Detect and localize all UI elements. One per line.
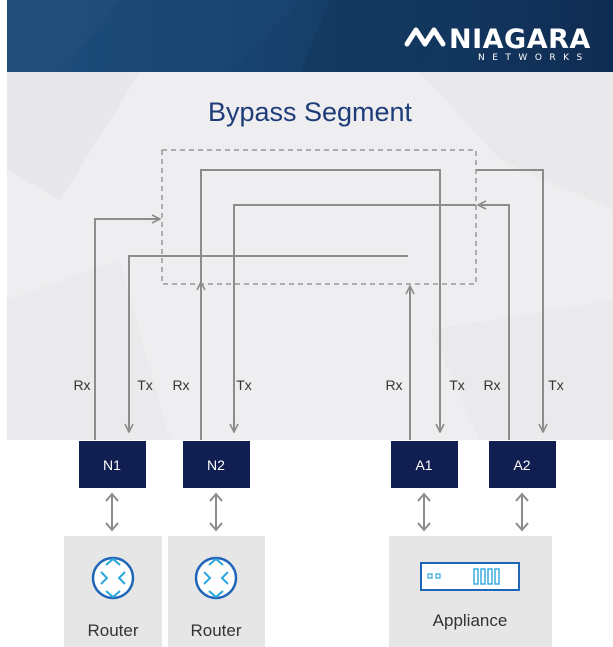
- logo-subtitle: NETWORKS: [478, 53, 590, 63]
- n2-tx-label: Tx: [236, 377, 252, 393]
- a1-rx-label: Rx: [385, 377, 402, 393]
- path-a1-tx: [200, 169, 440, 432]
- bypass-box: [161, 149, 477, 285]
- port-n2: N2: [183, 441, 250, 488]
- header-banner: [7, 0, 613, 72]
- rx-tx-labels: Rx Tx Rx Tx Rx Tx Rx Tx: [73, 377, 563, 393]
- port-a2-label: A2: [513, 457, 530, 473]
- a2-tx-label: Tx: [548, 377, 564, 393]
- a1-tx-label: Tx: [449, 377, 465, 393]
- router-device-2: Router: [168, 536, 265, 647]
- appliance-label: Appliance: [433, 611, 508, 630]
- port-n2-label: N2: [207, 457, 225, 473]
- router-2-label: Router: [190, 621, 241, 640]
- router-1-label: Router: [87, 621, 138, 640]
- logo-mark-icon: [404, 27, 446, 47]
- port-a1: A1: [391, 441, 458, 488]
- appliance-device: Appliance: [389, 536, 552, 647]
- device-links: [105, 492, 529, 532]
- router-device-1: Router: [64, 536, 162, 647]
- link-a2-appliance: [515, 492, 529, 532]
- link-n1-router1: [105, 492, 119, 532]
- router-icon: [194, 556, 238, 600]
- path-a2-tx: [476, 169, 543, 432]
- n1-tx-label: Tx: [137, 377, 153, 393]
- port-n1: N1: [79, 441, 146, 488]
- signal-paths: [94, 169, 543, 440]
- port-n1-label: N1: [103, 457, 121, 473]
- appliance-icon: [420, 562, 520, 591]
- port-a2: A2: [489, 441, 556, 488]
- path-n1-tx: [129, 255, 408, 432]
- link-n2-router2: [209, 492, 223, 532]
- path-n2-tx: [234, 204, 476, 432]
- logo-name: NIAGARA: [449, 24, 591, 55]
- link-a1-appliance: [417, 492, 431, 532]
- path-n1-rx: [94, 219, 160, 440]
- niagara-logo: NIAGARA NETWORKS: [404, 24, 591, 63]
- diagram-title: Bypass Segment: [208, 97, 413, 127]
- n1-rx-label: Rx: [73, 377, 90, 393]
- n2-rx-label: Rx: [172, 377, 189, 393]
- a2-rx-label: Rx: [483, 377, 500, 393]
- router-icon: [91, 556, 135, 600]
- path-a2-rx: [478, 205, 510, 440]
- port-a1-label: A1: [415, 457, 432, 473]
